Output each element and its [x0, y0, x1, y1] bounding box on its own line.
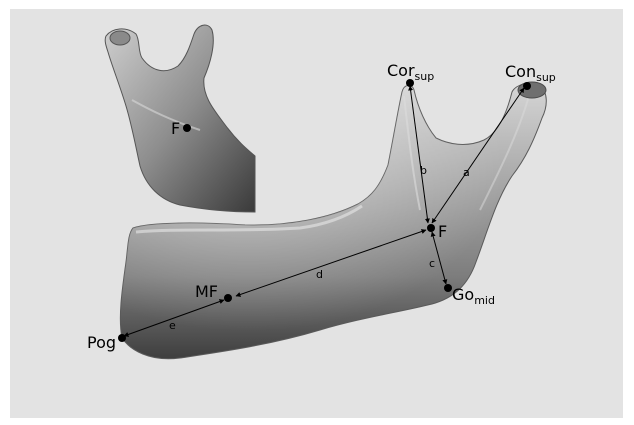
point-f-inset	[183, 124, 191, 132]
label-cor-sup: Corsup	[387, 61, 434, 83]
label-con-sup: Consup	[505, 62, 556, 84]
point-f	[427, 224, 435, 232]
point-cor-sup	[406, 79, 414, 87]
label-f-inset: F	[171, 119, 180, 138]
label-mf: MF	[195, 282, 218, 301]
inset-condyle	[110, 31, 130, 45]
measure-label-d: d	[316, 268, 323, 281]
point-pog	[118, 334, 126, 342]
measure-label-a: a	[463, 166, 470, 179]
point-go-mid	[444, 284, 452, 292]
measure-label-b: b	[420, 164, 427, 177]
point-mf	[224, 294, 232, 302]
measure-label-c: c	[429, 257, 435, 270]
label-go-mid: Gomid	[452, 285, 495, 307]
label-pog: Pog	[87, 333, 116, 352]
label-f: F	[438, 222, 447, 241]
point-con-sup	[523, 82, 531, 90]
measure-label-e: e	[169, 319, 176, 332]
